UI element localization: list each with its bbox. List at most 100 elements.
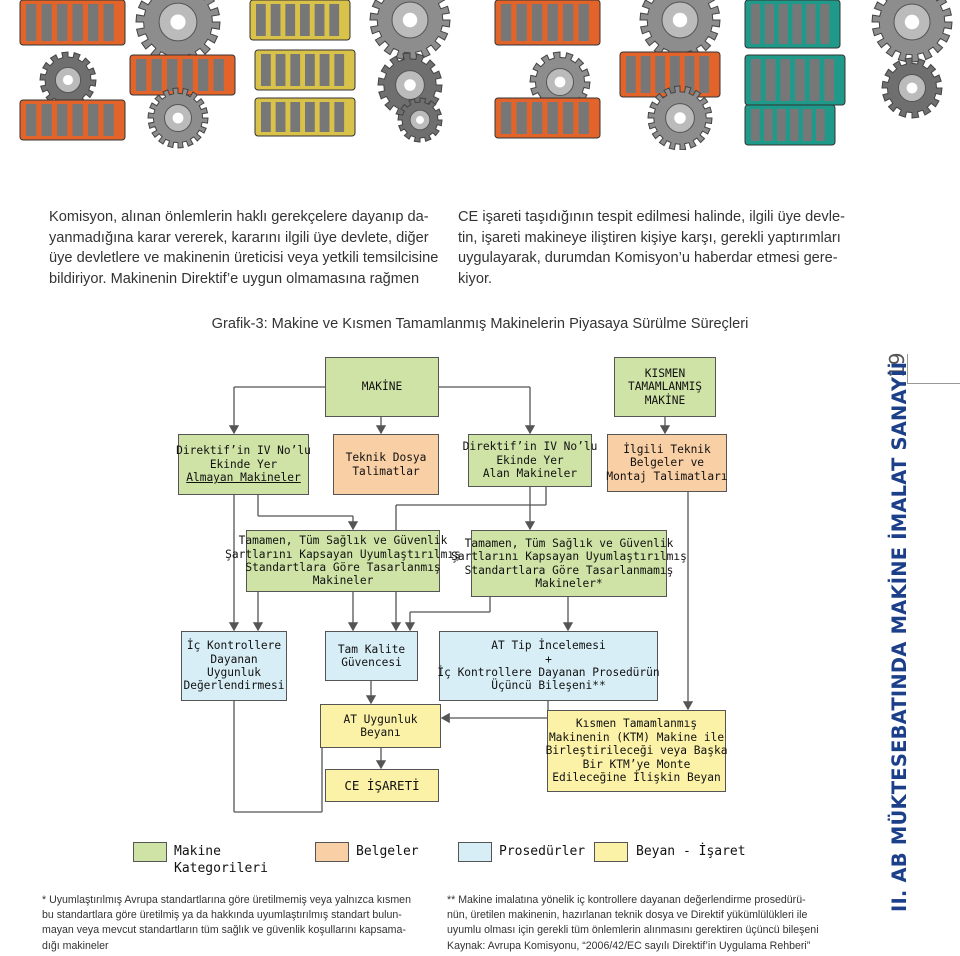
block-rib-icon <box>270 4 281 36</box>
footnote-line: dığı makineler <box>42 939 109 952</box>
block-rib-icon <box>26 104 37 136</box>
text-line: bildiriyor. Makinenin Direktif’e uygun o… <box>49 270 420 287</box>
block-rib-icon <box>816 109 825 141</box>
block-rib-icon <box>136 59 147 91</box>
box-text: Direktif’in IV No’lu <box>176 444 311 458</box>
box-text: Tamamen, Tüm Sağlık ve Güvenlik <box>464 536 674 550</box>
gear-bore-icon <box>672 12 688 28</box>
box-text: İç Kontrollere <box>186 639 282 653</box>
block-rib-icon <box>275 102 286 132</box>
block-rib-icon <box>198 59 209 91</box>
legend-text: Kategorileri <box>174 861 268 876</box>
box-almayan-makineler: Direktif’in IV No’lu Ekinde Yer Almayan … <box>176 434 311 495</box>
block-rib-icon <box>167 59 178 91</box>
banner-image <box>0 0 960 150</box>
footnote-line: Kaynak: Avrupa Komisyonu, “2006/42/EC sa… <box>447 939 811 952</box>
box-text: Almayan Makineler <box>186 471 301 485</box>
box-text: Bir KTM’ye Monte <box>582 757 691 771</box>
block-rib-icon <box>72 4 83 41</box>
box-text: AT Uygunluk <box>343 712 418 726</box>
block-rib-icon <box>751 4 761 44</box>
block-rib-icon <box>57 104 68 136</box>
legend-swatch-belgeler <box>315 842 349 862</box>
block-rib-icon <box>103 4 114 41</box>
block-rib-icon <box>792 4 802 44</box>
box-text: Değerlendirmesi <box>183 679 285 693</box>
box-text: Kısmen Tamamlanmış <box>575 717 698 731</box>
gear-bore-icon <box>554 76 566 88</box>
block-rib-icon <box>578 4 589 41</box>
block-rib-icon <box>290 54 301 86</box>
block-rib-icon <box>699 56 710 93</box>
block-rib-icon <box>806 4 816 44</box>
block-rib-icon <box>820 4 830 44</box>
gear-bore-icon <box>404 79 416 91</box>
block-rib-icon <box>751 109 760 141</box>
block-rib-icon <box>780 59 791 101</box>
text-line: tin, işareti makineye iliştiren kişiye k… <box>458 229 841 246</box>
block-rib-icon <box>285 4 296 36</box>
text-line: uygulayarak, durumdan Komisyon’u haberda… <box>458 250 838 266</box>
box-text: Edileceğine İlişkin Beyan <box>552 771 721 785</box>
box-text: KISMEN <box>644 366 686 380</box>
gear-bore-icon <box>170 14 186 30</box>
block-rib-icon <box>41 104 52 136</box>
machine-parts-photo <box>19 0 953 150</box>
body-text-right: CE işareti taşıdığının tespit edilmesi h… <box>458 207 845 289</box>
page-number-rule <box>907 383 960 384</box>
legend-swatch-prosedurler <box>458 842 492 862</box>
box-text: MAKİNE <box>361 380 403 394</box>
box-kismen-tamamlanmis-makine: KISMEN TAMAMLANMIŞ MAKİNE <box>614 357 716 417</box>
block-rib-icon <box>670 56 680 93</box>
box-text: İç Kontrollere Dayanan Prosedürün <box>437 666 660 679</box>
footnote-left: * Uyumlaştırılmış Avrupa standartlarına … <box>42 893 411 954</box>
box-text: Güvencesi <box>341 656 402 669</box>
legend-swatch-makine-kategorileri <box>133 842 167 862</box>
footnote-line: mayan veya mevcut standartların tüm sağl… <box>42 924 406 937</box>
box-text: Direktif’in IV No’lu <box>462 440 598 454</box>
footnote-line: ** Makine imalatına yönelik iç kontrolle… <box>447 894 806 906</box>
gear-bore-icon <box>906 82 918 94</box>
block-rib-icon <box>314 4 325 36</box>
box-text: Ekinde Yer <box>209 457 278 471</box>
box-text: MAKİNE <box>644 393 686 407</box>
block-rib-icon <box>103 104 114 136</box>
block-rib-icon <box>777 109 786 141</box>
block-rib-icon <box>824 59 835 101</box>
box-text: Teknik Dosya <box>345 451 427 465</box>
gear-bore-icon <box>674 112 686 124</box>
block-rib-icon <box>764 109 773 141</box>
text-line: üye devletlere ve makinenin üreticisi ve… <box>49 250 439 266</box>
block-rib-icon <box>182 59 193 91</box>
box-text: + <box>545 652 552 666</box>
block-rib-icon <box>547 102 558 134</box>
block-rib-icon <box>765 59 776 101</box>
block-rib-icon <box>640 56 651 93</box>
box-makine: MAKİNE <box>325 357 439 417</box>
sidebar-title: II. AB MÜKTESEBATINDA MAKİNE İMALAT SANA… <box>888 361 911 912</box>
box-alan-makineler: Direktif’in IV No’lu Ekinde Yer Alan Mak… <box>463 434 597 487</box>
box-text: Standartlara Göre Tasarlanmış <box>245 561 441 574</box>
block-rib-icon <box>305 54 315 86</box>
block-rib-icon <box>41 4 52 41</box>
box-teknik-dosya: Teknik Dosya Talimatlar <box>333 434 439 495</box>
block-rib-icon <box>626 56 636 93</box>
block-rib-icon <box>790 109 799 141</box>
text-line: kiyor. <box>458 270 493 287</box>
block-rib-icon <box>532 4 543 41</box>
block-rib-icon <box>300 4 310 36</box>
box-text: Belgeler ve <box>629 456 705 470</box>
block-rib-icon <box>319 54 330 86</box>
box-text: Standartlara Göre Tasarlanmamış <box>464 563 674 577</box>
block-rib-icon <box>72 104 83 136</box>
box-ce-isareti: CE İŞARETİ <box>325 769 439 802</box>
box-text: AT Tip İncelemesi <box>491 639 606 653</box>
box-text: Beyanı <box>360 726 401 739</box>
box-ilgili-teknik-belgeler: İlgili Teknik Belgeler ve Montaj Talimat… <box>606 434 728 492</box>
box-tam-kalite-guvencesi: Tam Kalite Güvencesi <box>325 631 418 681</box>
block-rib-icon <box>88 104 99 136</box>
box-tasarlanmis-makineler: Tamamen, Tüm Sağlık ve Güvenlik Şartları… <box>225 530 461 592</box>
box-text: Birleştirileceği veya Başka <box>545 744 728 758</box>
block-rib-icon <box>319 102 330 132</box>
